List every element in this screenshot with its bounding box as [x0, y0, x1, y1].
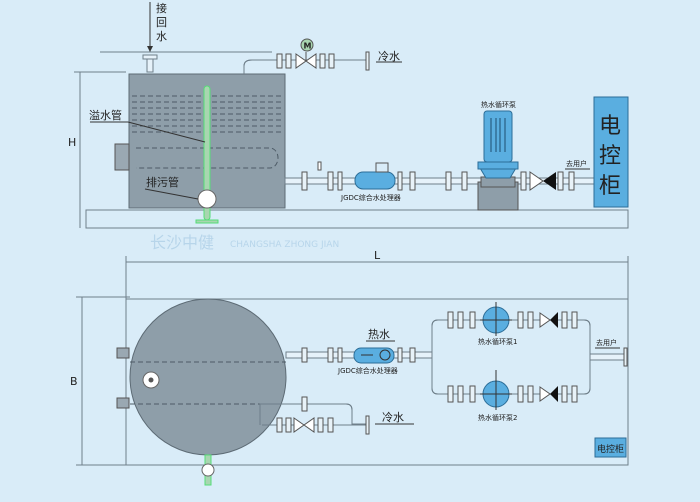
processor-label: JGDC综合水处理器 [340, 193, 401, 202]
watermark-text: 长沙中健 [150, 233, 214, 252]
water-processor-top [353, 347, 395, 364]
top-view: L B 热水 JGDC综合水处理器 [70, 249, 629, 486]
return-water-label: 接 [156, 2, 167, 15]
check-valve-icon [543, 172, 556, 190]
circulation-pump [477, 110, 519, 211]
circulation-pump-2 [480, 370, 512, 410]
cabinet-label: 控 [599, 144, 621, 169]
cabinet-label-top: 电控柜 [597, 443, 624, 455]
base-outline [125, 298, 629, 466]
to-user-label-top: 去用户 [596, 338, 617, 347]
watermark-text: CHANGSHA ZHONG JIAN [230, 240, 339, 250]
to-user-label: 去用户 [566, 159, 587, 168]
base-frame [85, 209, 629, 229]
cabinet-label: 柜 [599, 174, 621, 199]
valve-group [276, 51, 370, 71]
length-dimension-label: L [374, 249, 381, 262]
cabinet-label: 电 [599, 114, 621, 139]
circulation-pump-1 [480, 302, 512, 336]
processor-label-top: JGDC综合水处理器 [337, 366, 398, 375]
cold-water-label-top: 冷水 [382, 411, 404, 424]
drain-pipe-label: 排污管 [146, 175, 179, 189]
pump1-label: 热水循环泵1 [478, 337, 517, 346]
control-cabinet [593, 96, 629, 208]
drain-valve [197, 189, 217, 209]
water-processor [354, 171, 396, 190]
width-dimension-label: B [70, 375, 78, 388]
cold-water-label: 冷水 [378, 50, 400, 63]
front-view: H 接 回 水 溢水管 排污管 [68, 2, 629, 229]
return-water-label: 水 [156, 30, 167, 43]
pump2-label: 热水循环泵2 [478, 413, 517, 422]
height-dimension-label: H [68, 136, 76, 149]
return-water-label: 回 [156, 16, 167, 29]
control-cabinet-top [594, 437, 627, 458]
motor-icon [300, 38, 314, 52]
motor-label: M [304, 42, 312, 51]
pump-label: 热水循环泵 [481, 100, 516, 109]
overflow-pipe-label: 溢水管 [89, 108, 122, 122]
hot-water-label: 热水 [368, 328, 390, 341]
watermark: 长沙中健 CHANGSHA ZHONG JIAN [150, 233, 339, 252]
